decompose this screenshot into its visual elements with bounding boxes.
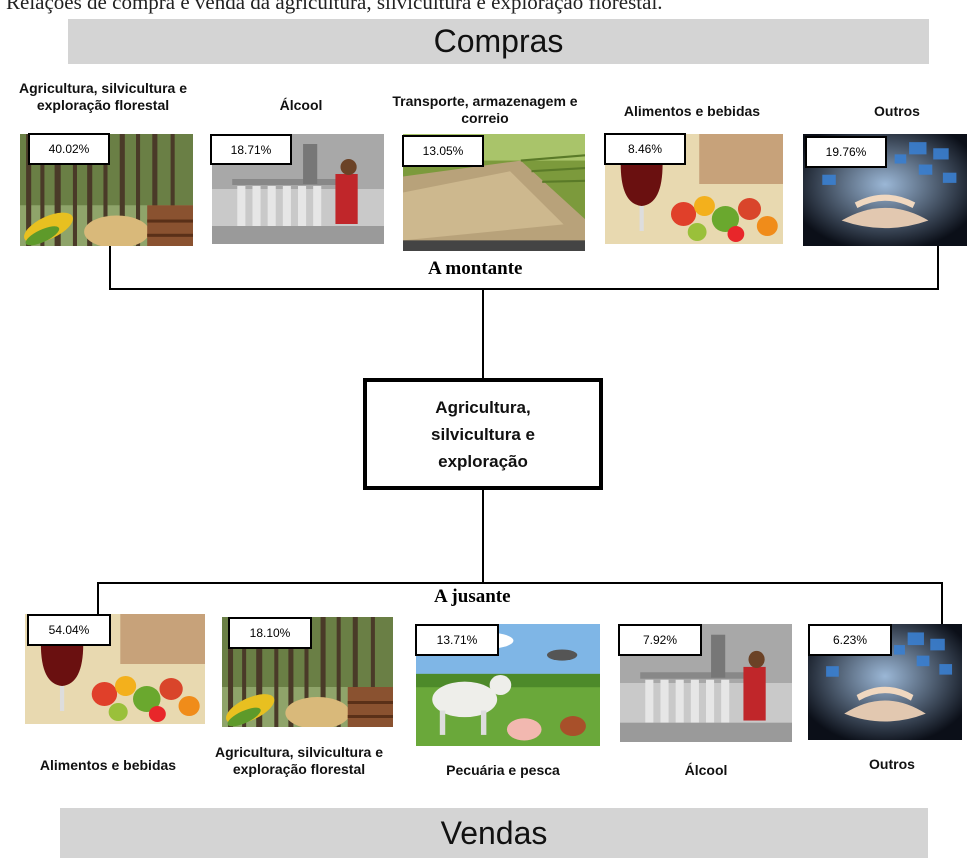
downstream-stem [482,488,484,584]
center-line-2: silvicultura e [431,424,535,444]
center-sector-box: Agricultura, silvicultura e exploração [363,378,603,490]
upstream-left-connector [109,246,111,290]
upstream-label: A montante [428,258,523,279]
compras-band: Compras [68,19,929,64]
upstream-right-connector [937,246,939,290]
compras-item-4-percent: 8.46% [604,133,686,165]
compras-item-1-title: Agricultura, silvicultura e exploração f… [18,80,188,113]
center-line-3: exploração [438,451,528,471]
compras-item-5-title: Outros [874,103,920,119]
compras-item-5-percent: 19.76% [805,136,887,168]
center-line-1: Agricultura, [435,397,531,417]
downstream-right-connector [941,582,943,624]
upstream-bracket-line [109,288,939,290]
figure-caption: Relações de compra e venda da agricultur… [6,0,663,14]
vendas-item-4-percent: 7.92% [618,624,702,656]
compras-item-1-percent: 40.02% [28,133,110,165]
downstream-left-connector [97,582,99,614]
vendas-band: Vendas [60,808,928,858]
vendas-item-2-percent: 18.10% [228,617,312,649]
upstream-stem [482,288,484,380]
compras-item-3-percent: 13.05% [402,135,484,167]
downstream-bracket-line [97,582,943,584]
vendas-item-1-percent: 54.04% [27,614,111,646]
vendas-item-5-title: Outros [869,756,915,772]
compras-item-4-title: Alimentos e bebidas [623,103,761,119]
vendas-item-5-percent: 6.23% [808,624,892,656]
downstream-label: A jusante [434,586,511,607]
vendas-item-3-percent: 13.71% [415,624,499,656]
vendas-item-4-title: Álcool [684,762,728,778]
compras-item-2-percent: 18.71% [210,134,292,165]
compras-title: Compras [433,23,564,59]
compras-item-3-title: Transporte, armazenagem e correio [392,93,578,126]
vendas-item-1-title: Alimentos e bebidas [39,757,177,773]
compras-item-2-title: Álcool [279,97,323,113]
vendas-item-3-title: Pecuária e pesca [446,762,560,778]
vendas-item-2-title: Agricultura, silvicultura e exploração f… [214,744,384,777]
vendas-title: Vendas [440,814,548,851]
